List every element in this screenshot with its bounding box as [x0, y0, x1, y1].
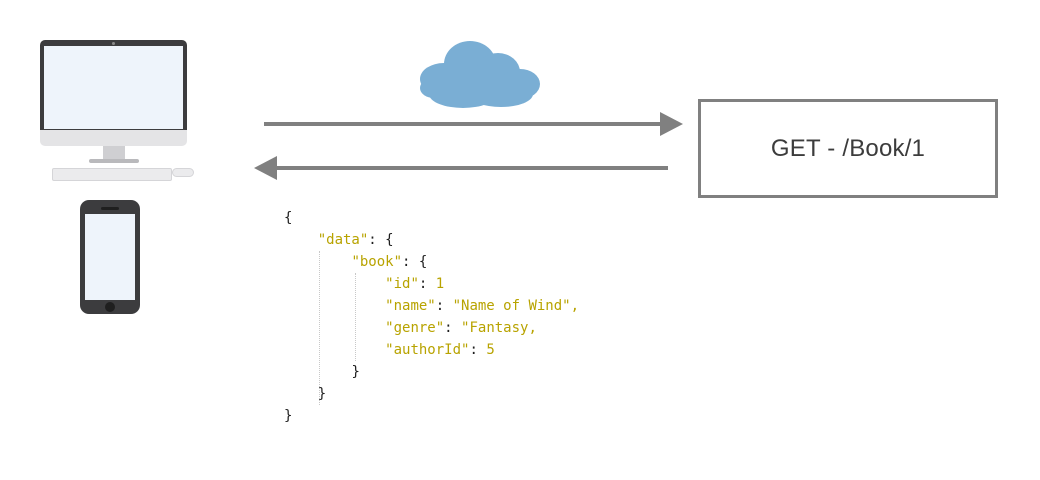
phone-speaker	[101, 207, 119, 210]
monitor-screen	[44, 46, 183, 129]
mouse-icon	[172, 168, 194, 177]
json-key: "data"	[317, 232, 369, 248]
json-value: 5	[486, 342, 495, 358]
json-line: "genre": "Fantasy,	[385, 320, 537, 336]
indent-guide	[355, 273, 356, 361]
json-key: "book"	[351, 254, 403, 270]
json-line: "book": {	[351, 254, 428, 270]
phone-screen	[85, 214, 135, 300]
json-value: "Name of Wind",	[452, 298, 580, 314]
request-label: GET - /Book/1	[770, 134, 926, 162]
monitor-chin	[40, 130, 187, 146]
json-key: "id"	[385, 276, 419, 292]
json-value: 1	[435, 276, 445, 292]
json-line: }	[284, 408, 293, 424]
monitor-stand-neck	[103, 146, 125, 160]
monitor-camera	[112, 42, 115, 45]
json-key: "name"	[385, 298, 436, 314]
json-line: {	[284, 210, 293, 226]
json-line: "name": "Name of Wind",	[385, 298, 580, 314]
request-box: GET - /Book/1	[698, 99, 998, 198]
cloud-icon	[420, 41, 540, 108]
json-line: "authorId": 5	[385, 342, 495, 358]
json-line: "data": {	[317, 232, 394, 248]
json-line: }	[317, 386, 327, 402]
indent-guide	[319, 251, 320, 405]
json-line: }	[351, 364, 360, 380]
monitor-stand-foot	[89, 159, 139, 163]
keyboard-icon	[52, 168, 172, 181]
json-value: "Fantasy,	[461, 320, 537, 336]
phone-home-button	[105, 302, 115, 312]
response-arrow	[254, 156, 668, 180]
json-line: "id": 1	[385, 276, 445, 292]
json-key: "genre"	[385, 320, 445, 336]
json-key: "authorId"	[385, 342, 470, 358]
response-json-block: { "data": { "book": { "id": 1 "name": "N…	[284, 207, 579, 427]
request-arrow	[264, 112, 683, 136]
